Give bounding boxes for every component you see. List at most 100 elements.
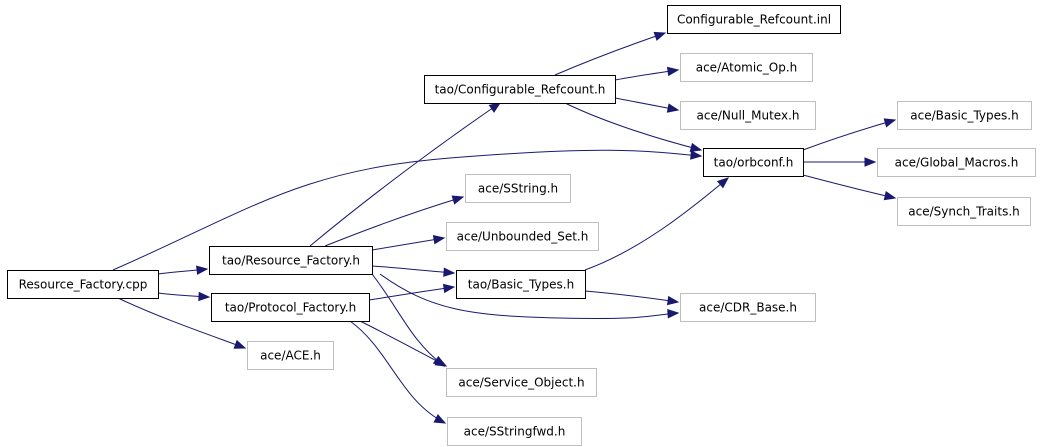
arrowhead-icon [434,356,448,367]
node-box [211,293,370,322]
edges [112,31,897,424]
edge-tao_protocol_factory_h-to-ace_sstringfwd_h [349,320,447,424]
node-label: tao/orbconf.h [714,156,794,170]
node-ace_null_mutex_h: ace/Null_Mutex.h [680,101,816,130]
node-ace_sstring_h: ace/SString.h [465,174,571,203]
node-box [424,75,616,104]
edge-tao_protocol_factory_h-to-tao_basic_types_h [368,283,456,301]
edge-tao_protocol_factory_h-to-ace_service_object_h [359,320,448,367]
edge-line [554,32,666,76]
node-label: ace/Unbounded_Set.h [457,230,589,244]
node-ace_atomic_op_h: ace/Atomic_Op.h [680,53,813,82]
nodes: Resource_Factory.cpp tao/Resource_Factory… [7,5,1036,446]
node-label: tao/Protocol_Factory.h [225,301,356,315]
arrowhead-icon [667,309,680,319]
edge-line [379,273,679,319]
node-box [897,101,1032,130]
node-box [209,246,373,275]
node-label: ace/CDR_Base.h [699,301,797,315]
node-box [247,341,334,370]
node-box [680,293,816,322]
edge-line [368,286,455,301]
edge-tao_orbconf_h-to-ace_synch_traits_h [802,174,897,201]
node-box [703,148,804,177]
arrowhead-icon [690,150,703,160]
node-ace_basic_types_h: ace/Basic_Types.h [897,101,1032,130]
node-box [456,270,586,299]
edge-line [371,265,455,274]
edge-tao_orbconf_h-to-ace_global_macros_h [803,157,877,167]
arrowhead-icon [666,295,680,306]
node-ace_service_object_h: ace/Service_Object.h [446,368,597,397]
node-ace_cdr_base_h: ace/CDR_Base.h [680,293,816,322]
arrowhead-icon [443,267,456,277]
node-tao_orbconf_h[interactable]: tao/orbconf.h [703,148,804,177]
node-label: ace/Global_Macros.h [895,156,1019,170]
edge-tao_orbconf_h-to-ace_basic_types_h [802,118,897,151]
arrowhead-icon [233,339,247,349]
edge-line [584,177,729,271]
edge-resource_factory_cpp-to-tao_resource_factory_h [157,265,209,275]
node-box [465,174,571,203]
node-box [446,222,599,251]
edge-line [112,149,702,271]
node-configurable_refcount_inl[interactable]: Configurable_Refcount.inl [667,5,841,34]
edge-line [584,290,679,303]
node-label: ace/Synch_Traits.h [908,205,1019,219]
node-box [680,53,813,82]
node-ace_synch_traits_h: ace/Synch_Traits.h [897,197,1031,226]
node-tao_resource_factory_h[interactable]: tao/Resource_Factory.h [209,246,373,275]
node-tao_configurable_refcount_h[interactable]: tao/Configurable_Refcount.h [424,75,616,104]
arrowhead-icon [864,157,877,167]
edge-tao_resource_factory_h-to-ace_sstring_h [324,195,465,247]
edge-resource_factory_cpp-to-tao_orbconf_h [112,149,703,271]
node-label: ace/Atomic_Op.h [696,61,798,75]
node-label: Configurable_Refcount.inl [677,13,831,27]
arrowhead-icon [666,103,680,113]
edge-tao_configurable_refcount_h-to-configurable_refcount_inl [554,31,667,76]
arrowhead-icon [432,235,446,245]
edge-tao_resource_factory_h-to-ace_cdr_base_h [379,273,680,319]
edge-line [117,297,246,349]
edge-tao_resource_factory_h-to-ace_service_object_h [371,273,446,367]
node-label: tao/Basic_Types.h [468,278,574,292]
node-ace_global_macros_h: ace/Global_Macros.h [877,148,1036,177]
arrowhead-icon [198,291,211,302]
node-box [7,270,159,299]
edge-line [349,320,446,424]
edge-line [802,174,896,199]
node-box [446,368,597,397]
arrowhead-icon [653,31,667,41]
edge-line [371,273,445,367]
node-tao_basic_types_h[interactable]: tao/Basic_Types.h [456,270,586,299]
arrowhead-icon [451,195,465,205]
node-label: tao/Configurable_Refcount.h [435,83,606,97]
node-box [680,101,816,130]
node-label: ace/Service_Object.h [458,376,584,390]
edge-tao_resource_factory_h-to-tao_basic_types_h [371,265,456,277]
arrowhead-icon [196,265,209,275]
node-tao_protocol_factory_h[interactable]: tao/Protocol_Factory.h [211,293,370,322]
node-resource_factory_cpp[interactable]: Resource_Factory.cpp [7,270,159,299]
arrowhead-icon [883,191,897,201]
edge-tao_basic_types_h-to-tao_orbconf_h [584,177,730,271]
edge-resource_factory_cpp-to-tao_protocol_factory_h [157,291,211,302]
node-box [877,148,1036,177]
arrowhead-icon [716,177,730,189]
node-label: ace/ACE.h [260,349,321,363]
node-label: ace/Basic_Types.h [910,109,1018,123]
edge-tao_basic_types_h-to-ace_cdr_base_h [584,290,680,306]
arrowhead-icon [666,66,680,77]
node-label: tao/Resource_Factory.h [222,254,360,268]
arrowhead-icon [488,102,502,113]
edge-line [802,119,896,151]
edge-line [371,237,445,251]
node-box [667,5,841,34]
arrowhead-icon [689,142,703,152]
node-box [447,417,582,446]
node-ace_sstringfwd_h: ace/SStringfwd.h [447,417,582,446]
arrowhead-icon [433,414,447,424]
edge-tao_configurable_refcount_h-to-ace_atomic_op_h [614,66,680,81]
edge-line [309,102,501,247]
